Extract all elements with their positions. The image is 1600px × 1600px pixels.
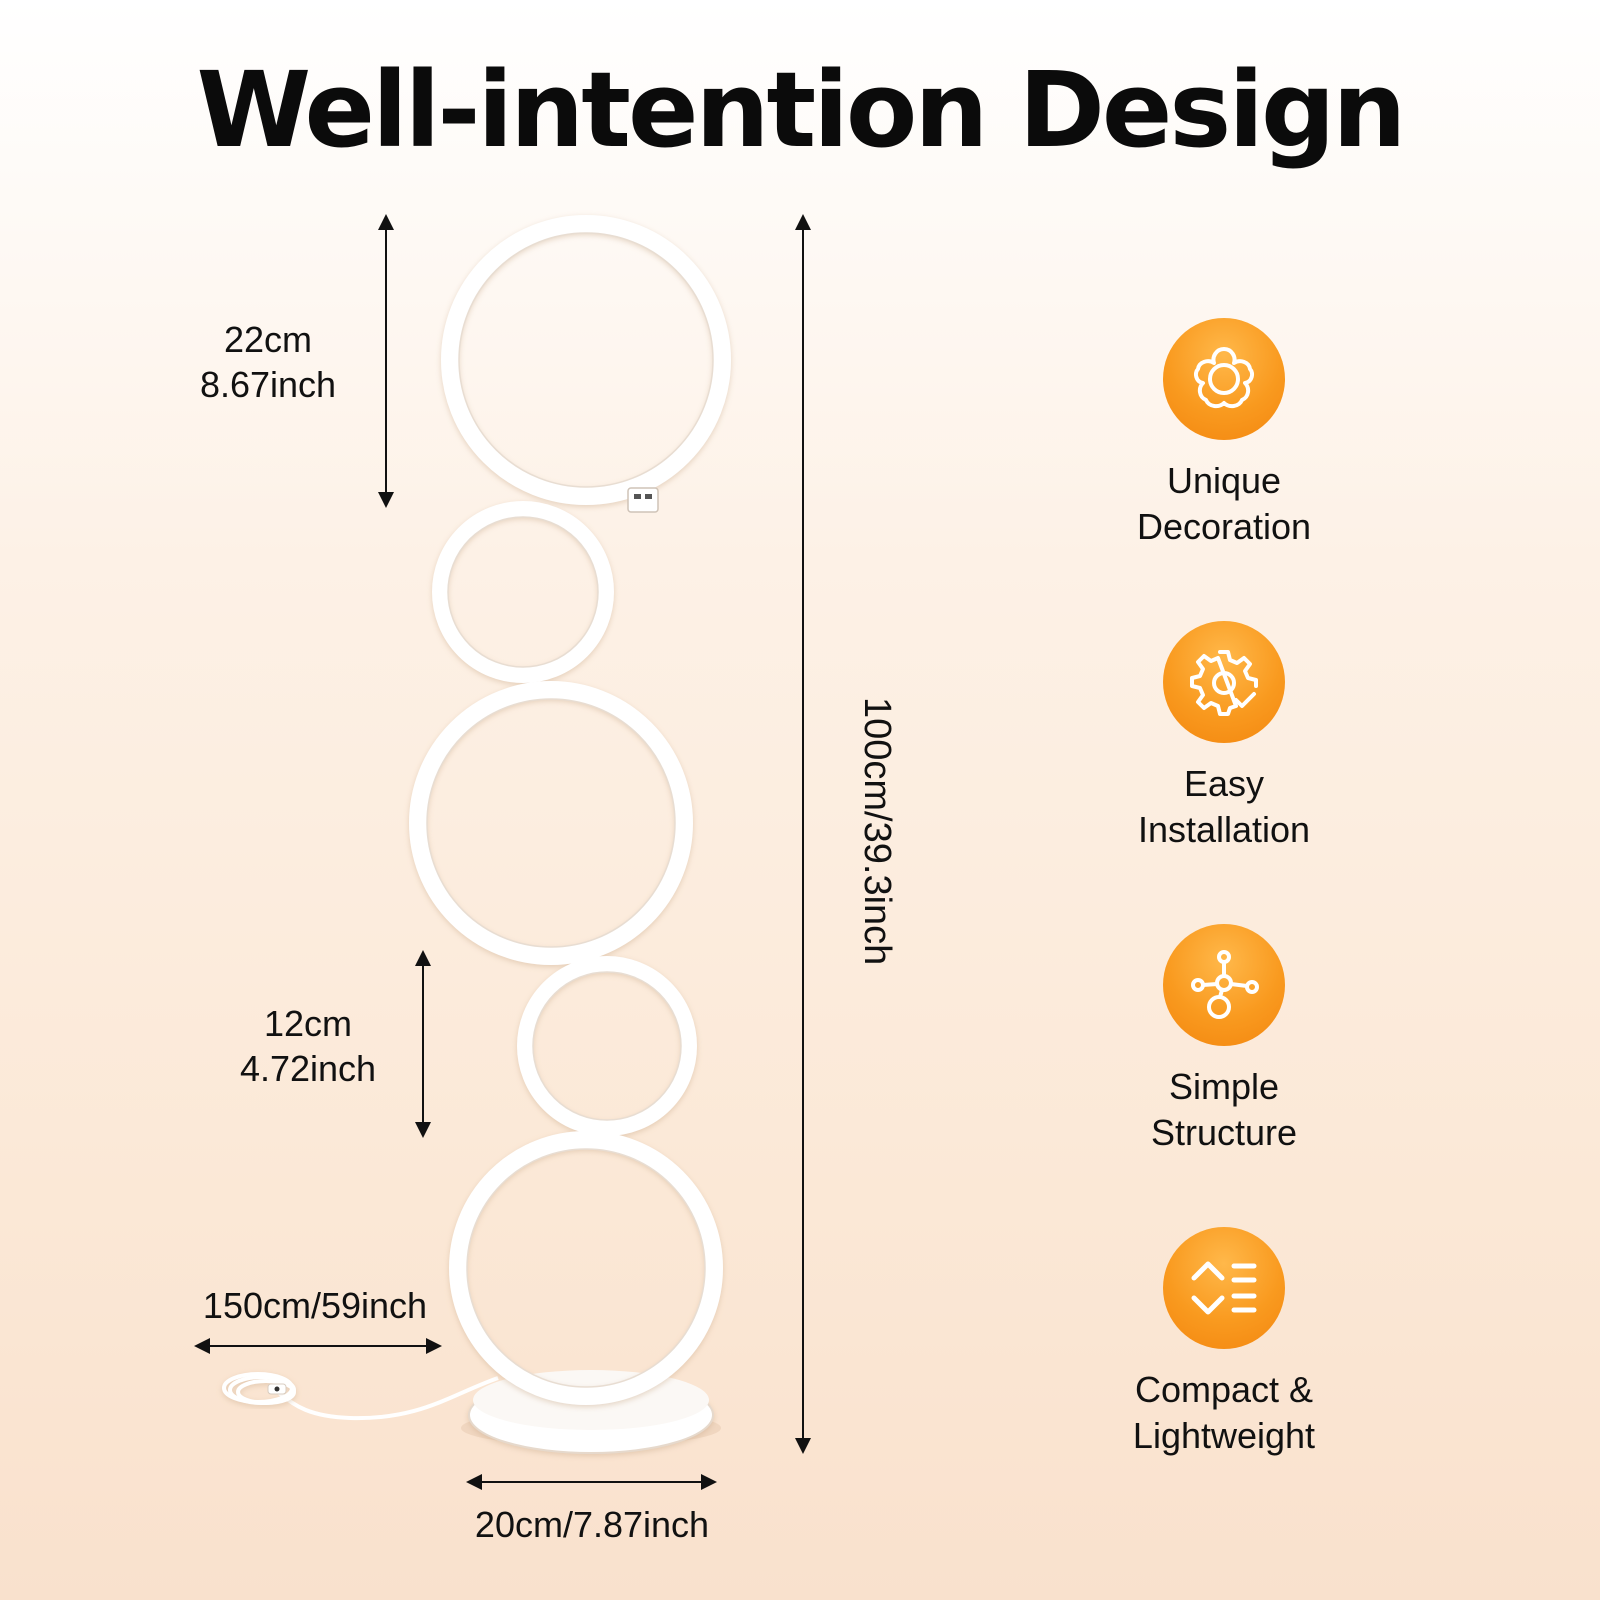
small-ring-inch: 4.72inch	[239, 1048, 377, 1089]
base-width-label: 20cm/7.87inch	[474, 1504, 710, 1545]
small-ring-dimension-label: 12cm 4.72inch	[228, 1001, 388, 1091]
feature-line2: Lightweight	[1132, 1415, 1316, 1456]
feature-line1: Simple	[1168, 1066, 1280, 1107]
feature-line2: Structure	[1150, 1112, 1298, 1153]
height-label: 100cm/39.3inch	[856, 697, 898, 966]
feature-line2: Decoration	[1136, 506, 1312, 547]
flower-icon	[1163, 318, 1285, 440]
small-ring-cm: 12cm	[263, 1003, 353, 1044]
feature-compact-lightweight: Compact & Lightweight	[1064, 1227, 1384, 1459]
feature-unique-decoration: Unique Decoration	[1064, 318, 1384, 550]
lamp-ring-top	[441, 215, 731, 505]
coiled-cable	[222, 1372, 296, 1405]
top-ring-cm: 22cm	[223, 319, 313, 360]
lamp-ring-middle	[409, 681, 693, 965]
compact-list-icon	[1163, 1227, 1285, 1349]
lamp-ring-bottom	[449, 1131, 723, 1405]
top-ring-inch: 8.67inch	[199, 364, 337, 405]
feature-line1: Easy	[1183, 763, 1265, 804]
feature-label: Simple Structure	[1064, 1064, 1384, 1156]
feature-easy-installation: Easy Installation	[1064, 621, 1384, 853]
power-cable	[273, 1376, 499, 1421]
gear-check-icon	[1163, 621, 1285, 743]
top-ring-dimension-label: 22cm 8.67inch	[188, 317, 348, 407]
feature-simple-structure: Simple Structure	[1064, 924, 1384, 1156]
feature-label: Compact & Lightweight	[1064, 1367, 1384, 1459]
network-nodes-icon	[1163, 924, 1285, 1046]
page-title: Well-intention Design	[196, 49, 1407, 171]
feature-line1: Unique	[1166, 460, 1282, 501]
feature-label: Easy Installation	[1064, 761, 1384, 853]
feature-line1: Compact &	[1134, 1369, 1314, 1410]
feature-label: Unique Decoration	[1064, 458, 1384, 550]
cable-length-label: 150cm/59inch	[202, 1285, 428, 1326]
feature-line2: Installation	[1137, 809, 1311, 850]
lamp-ring-small-upper	[432, 501, 614, 683]
lamp-ring-small-lower	[517, 956, 697, 1136]
